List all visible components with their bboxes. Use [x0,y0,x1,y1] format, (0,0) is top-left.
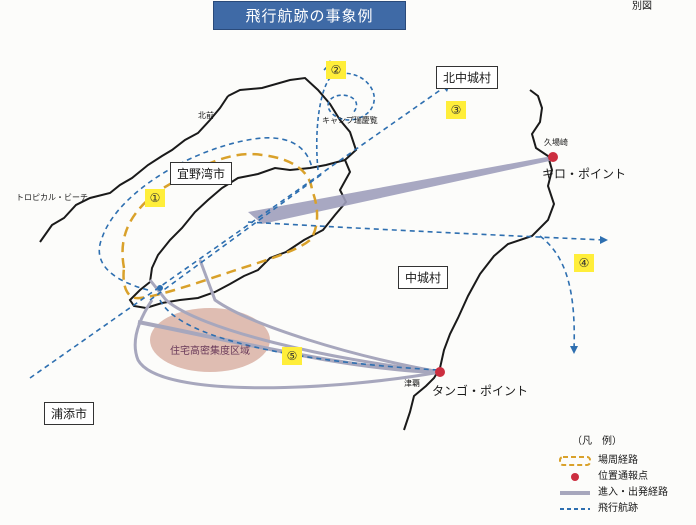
legend-label-report: 位置通報点 [598,471,648,482]
legend-row-approach: 進入・出発経路 [558,486,692,500]
label-kitanakagusuku: 北中城村 [436,66,499,89]
marker-4: ④ [574,254,594,272]
label-tropical-beach: トロピカル・ビーチ [16,193,88,202]
flight-track-4-down [539,235,576,351]
label-tsuken: 津覇 [404,379,420,388]
flight-track-2 [315,72,375,171]
label-residential-area: 住宅高密集度区域 [170,346,250,357]
label-ginowan: 宜野湾市 [170,162,233,185]
marker-1: ① [145,189,165,207]
coastline-west [39,95,229,243]
legend-label-pattern: 場周経路 [598,455,638,466]
map-title: 飛行航跡の事象例 [213,1,406,30]
legend-swatch-track [560,508,590,510]
label-tango-point: タンゴ・ポイント [432,384,529,398]
flight-track-5 [159,299,439,371]
label-hokuzen: 北前 [198,111,214,120]
label-camp-zukeran: キャンプ瑞慶覧 [322,116,378,125]
tango-departure-route [148,279,441,374]
runway-marker [157,285,163,291]
label-nakagusuku: 中城村 [398,266,449,289]
flight-track-4 [247,221,605,241]
legend-row-track: 飛行航跡 [558,502,692,516]
residential-area-shape [150,308,270,372]
kilo-approach-wedge [248,156,554,224]
flight-track-3 [29,85,447,379]
marker-5: ⑤ [282,347,302,365]
pattern-route [121,152,319,300]
label-urasoe: 浦添市 [44,402,95,425]
legend: （凡 例） 場周経路 位置通報点 進入・出発経路 飛行航跡 [558,432,692,520]
legend-label-track: 飛行航跡 [598,503,638,514]
marker-3: ③ [446,101,466,119]
tango-inner-route [198,259,441,374]
legend-swatch-pattern [559,456,591,466]
legend-label-approach: 進入・出発経路 [598,487,668,498]
legend-swatch-report [571,473,579,481]
flight-track-4-arrow [600,236,608,244]
coastline-kuba [403,89,556,431]
flight-track-4-down-arrow [570,346,578,354]
tango-point-marker [435,367,445,377]
marker-2: ② [326,61,346,79]
legend-title: （凡 例） [572,436,622,447]
coastline-north [227,76,358,161]
legend-row-report: 位置通報点 [558,470,692,484]
label-kuba: 久場崎 [544,138,568,147]
legend-swatch-approach [560,491,590,495]
tango-loop-route [133,299,441,390]
flight-track-1 [98,137,313,291]
coastline-ginowan [128,158,352,310]
corner-label: 別図 [632,1,652,12]
kilo-point-marker [548,152,558,162]
label-kilo-point: キロ・ポイント [542,167,627,181]
legend-row-pattern: 場周経路 [558,454,692,468]
